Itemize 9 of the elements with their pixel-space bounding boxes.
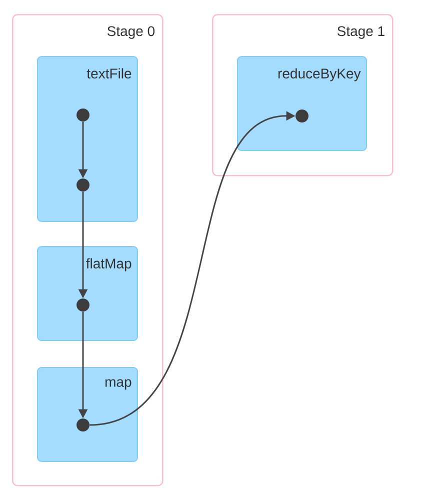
operation-box: flatMap	[37, 246, 138, 341]
operation-box: reduceByKey	[237, 56, 367, 151]
dot	[76, 178, 90, 192]
dot	[76, 418, 90, 432]
operation-box: textFile	[37, 56, 138, 222]
dot	[76, 108, 90, 122]
dot	[76, 298, 90, 312]
operation-box: map	[37, 367, 138, 462]
dot	[296, 110, 308, 122]
